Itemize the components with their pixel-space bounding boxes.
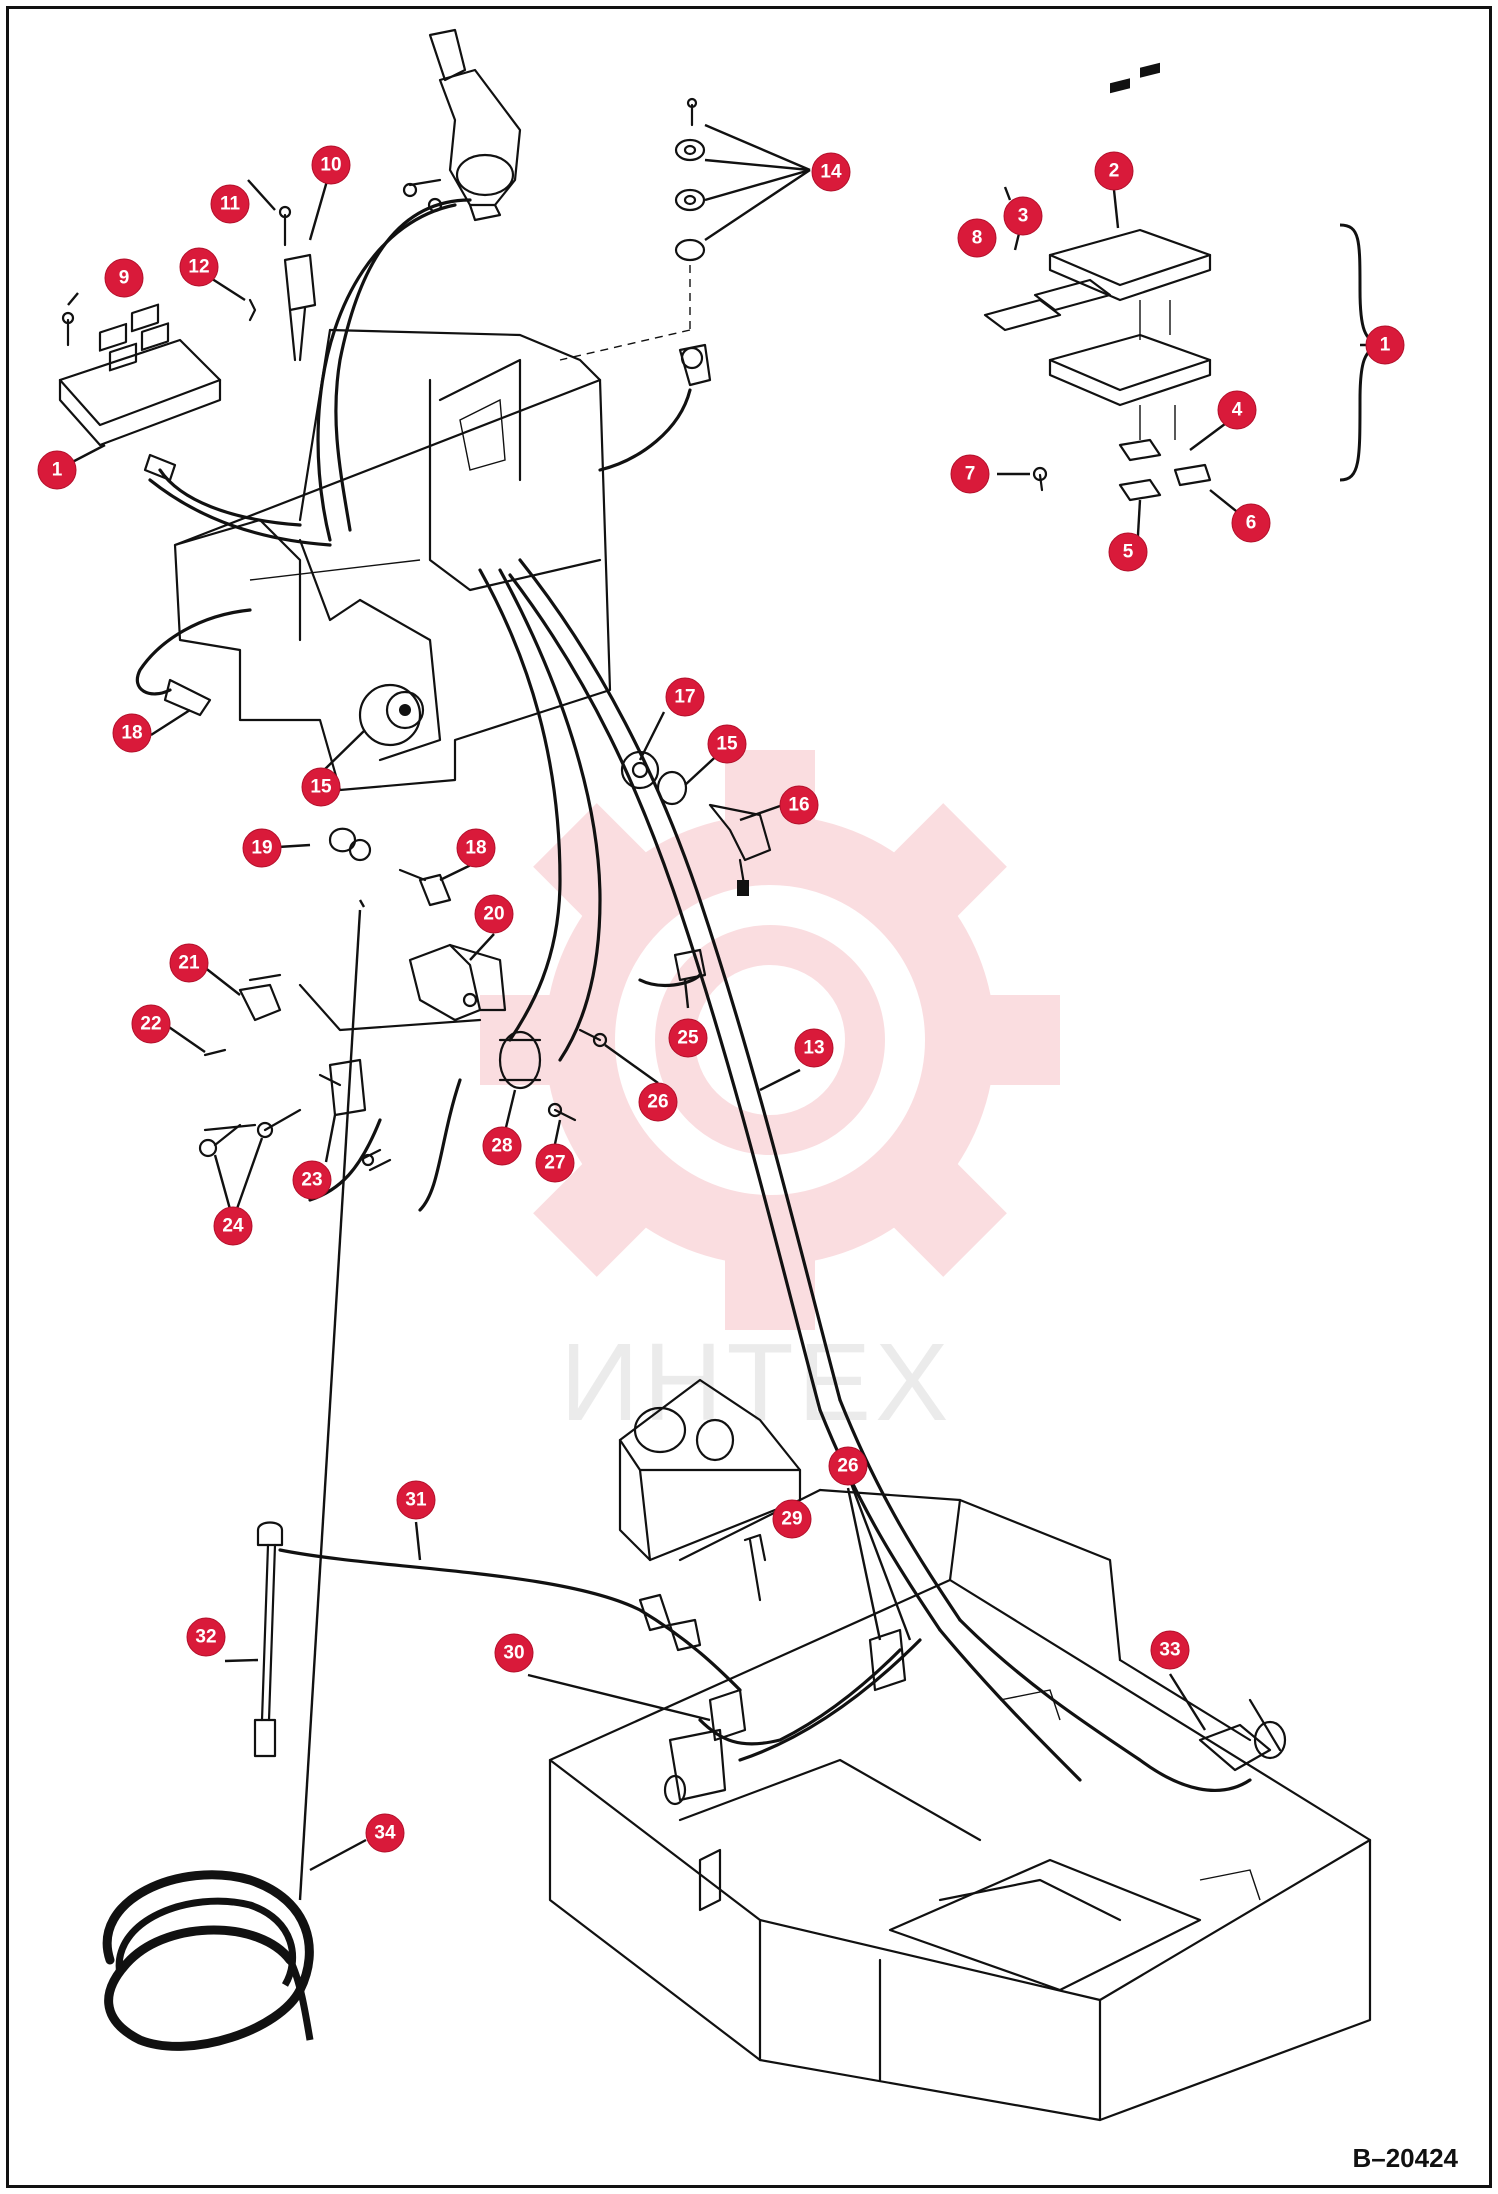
svg-text:18: 18 [465,838,486,859]
callout-21[interactable]: 21 [169,943,209,983]
callout-30[interactable]: 30 [494,1633,534,1673]
callout-13[interactable]: 13 [794,1028,834,1068]
drawing-reference-code: B–20424 [1352,2143,1458,2173]
svg-text:15: 15 [310,777,332,798]
svg-text:31: 31 [405,1490,427,1511]
svg-text:27: 27 [544,1153,565,1174]
svg-text:28: 28 [491,1136,512,1157]
callout-8[interactable]: 8 [957,218,997,258]
svg-text:2: 2 [1109,161,1120,182]
callout-19[interactable]: 19 [242,828,282,868]
callout-1b[interactable]: 1 [1365,325,1405,365]
svg-text:32: 32 [195,1627,216,1648]
callout-7[interactable]: 7 [950,454,990,494]
svg-text:20: 20 [483,904,504,925]
chassis-frame [548,1488,1372,2122]
callout-9[interactable]: 9 [104,258,144,298]
callout-26b[interactable]: 26 [828,1446,868,1486]
coiled-hose [102,1870,314,2051]
svg-text:19: 19 [251,838,272,859]
callout-10[interactable]: 10 [311,145,351,185]
svg-text:6: 6 [1246,513,1257,534]
callout-27[interactable]: 27 [535,1143,575,1183]
svg-text:5: 5 [1123,542,1134,563]
callout-23[interactable]: 23 [292,1160,332,1200]
svg-text:29: 29 [781,1509,802,1530]
callout-26a[interactable]: 26 [638,1082,678,1122]
control-console-assembly [58,28,962,1632]
callout-31[interactable]: 31 [396,1480,436,1520]
callout-17[interactable]: 17 [665,677,705,717]
reservoir-box [618,1378,802,1562]
svg-text:4: 4 [1232,400,1243,421]
callout-3[interactable]: 3 [1003,196,1043,236]
callout-14[interactable]: 14 [811,152,851,192]
callout-16[interactable]: 16 [779,785,819,825]
callout-15a[interactable]: 15 [301,767,341,807]
svg-text:18: 18 [121,723,142,744]
svg-text:33: 33 [1159,1640,1180,1661]
switch-panel-exploded [983,62,1385,502]
callout-22[interactable]: 22 [131,1004,171,1044]
svg-text:22: 22 [140,1014,161,1035]
svg-text:14: 14 [820,162,842,183]
watermark-gear-icon [480,750,1060,1330]
callout-18a[interactable]: 18 [112,713,152,753]
lower-harness [253,1521,1287,1806]
svg-text:23: 23 [301,1170,322,1191]
svg-text:9: 9 [119,268,130,289]
callout-18b[interactable]: 18 [456,828,496,868]
svg-text:34: 34 [374,1823,396,1844]
callout-32[interactable]: 32 [186,1617,226,1657]
washer-stack [559,97,706,361]
svg-text:16: 16 [788,795,809,816]
callout-33[interactable]: 33 [1150,1630,1190,1670]
joystick-handle [428,28,522,222]
callout-15b[interactable]: 15 [707,724,747,764]
callout-11[interactable]: 11 [210,184,250,224]
callout-28[interactable]: 28 [482,1126,522,1166]
svg-text:7: 7 [965,464,976,485]
svg-text:3: 3 [1018,206,1029,227]
diagram-border [6,6,1492,2188]
svg-text:26: 26 [837,1456,858,1477]
svg-text:1: 1 [1380,335,1391,356]
callout-4[interactable]: 4 [1217,390,1257,430]
callout-24[interactable]: 24 [213,1206,253,1246]
svg-text:21: 21 [178,953,200,974]
callout-25[interactable]: 25 [668,1018,708,1058]
watermark: ИНТЕХ [480,750,1060,1444]
svg-text:26: 26 [647,1092,668,1113]
svg-text:1: 1 [52,460,63,481]
callout-20[interactable]: 20 [474,894,514,934]
leader-34 [309,1838,367,1872]
svg-text:15: 15 [716,734,738,755]
callout-29[interactable]: 29 [772,1499,812,1539]
svg-text:25: 25 [677,1028,699,1049]
svg-text:10: 10 [320,155,341,176]
svg-text:30: 30 [503,1643,524,1664]
watermark-text: ИНТЕХ [560,1321,952,1444]
callout-2[interactable]: 2 [1094,151,1134,191]
callout-1a[interactable]: 1 [37,450,77,490]
svg-text:17: 17 [674,687,695,708]
callout-34[interactable]: 34 [365,1813,405,1853]
callout-5[interactable]: 5 [1108,532,1148,572]
svg-text:12: 12 [188,257,209,278]
svg-text:13: 13 [803,1038,824,1059]
callout-markers: 1 1 2 3 4 5 6 7 8 9 10 11 12 13 14 15 15… [37,145,1405,1853]
callout-6[interactable]: 6 [1231,503,1271,543]
callout-12[interactable]: 12 [179,247,219,287]
leader-lines [56,123,1385,1901]
svg-text:24: 24 [222,1216,244,1237]
switch-panel-left [58,303,222,447]
svg-text:11: 11 [220,194,241,215]
svg-text:8: 8 [972,228,983,249]
